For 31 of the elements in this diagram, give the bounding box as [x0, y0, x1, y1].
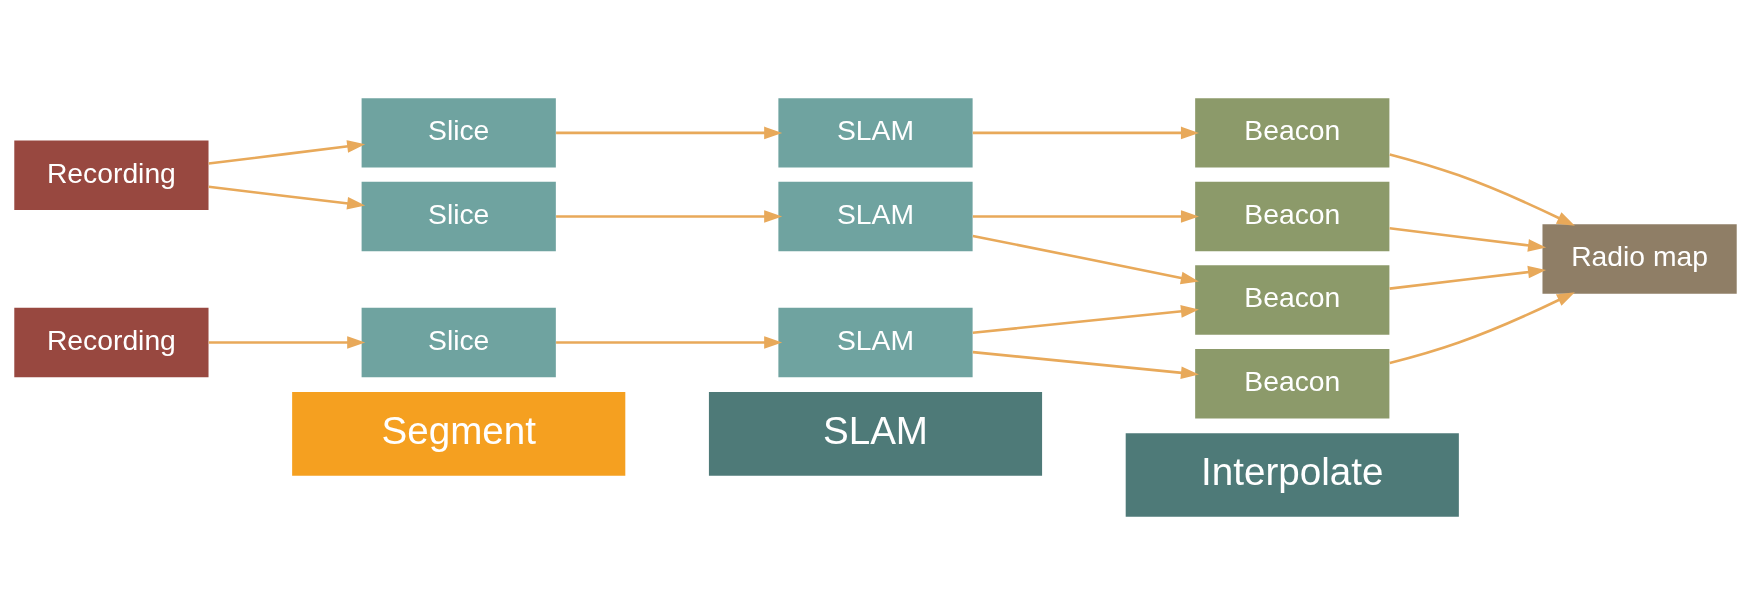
arrow — [1389, 265, 1547, 290]
arrow — [972, 209, 1199, 223]
node-box: Beacon — [1195, 97, 1390, 168]
node-box: Segment — [292, 391, 626, 476]
arrow — [972, 350, 1199, 379]
arrow — [208, 185, 366, 210]
node-box: Recording — [14, 307, 209, 377]
arrow — [972, 126, 1199, 139]
arrow — [972, 234, 1199, 284]
node-box: Beacon — [1195, 264, 1390, 335]
arrow — [556, 126, 783, 139]
arrow — [1389, 152, 1575, 226]
arrow — [1389, 291, 1575, 364]
node-box: Slice — [361, 181, 556, 251]
arrow — [208, 335, 366, 349]
node-box: SLAM — [778, 181, 973, 251]
node-box: Beacon — [1195, 348, 1390, 418]
node-box: Radio map — [1542, 223, 1737, 294]
arrow — [556, 335, 783, 349]
arrow — [556, 209, 783, 223]
arrow — [208, 139, 366, 165]
node-box: Recording — [14, 140, 209, 210]
node-box: SLAM — [778, 307, 973, 377]
arrow — [972, 304, 1199, 334]
node-box: Slice — [361, 97, 556, 168]
node-box: Beacon — [1195, 181, 1390, 251]
node-box: SLAM — [708, 391, 1043, 476]
node-box: Interpolate — [1125, 432, 1459, 517]
node-box: SLAM — [778, 97, 973, 168]
arrow — [1389, 226, 1547, 252]
node-box: Slice — [361, 307, 556, 377]
